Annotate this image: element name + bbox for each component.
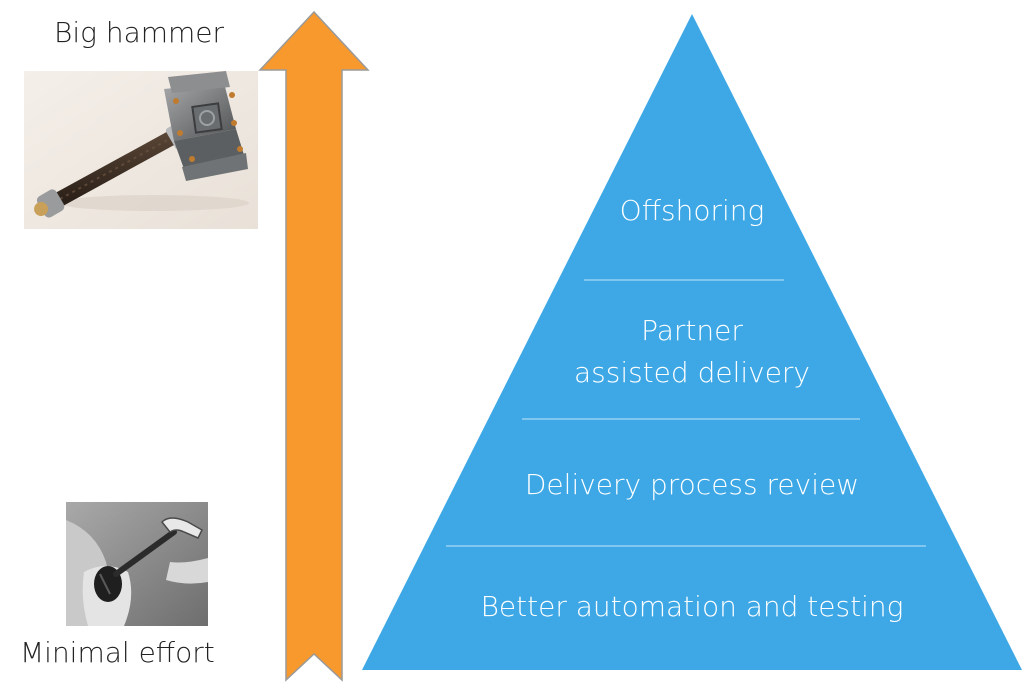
- tier-offshoring: Offshoring: [360, 190, 1024, 232]
- pyramid-shape: [362, 14, 1022, 670]
- tier-label-line: Partner: [641, 314, 743, 347]
- big-hammer-image: [24, 71, 258, 229]
- warhammer-icon: [34, 71, 249, 218]
- tier-label-line: Delivery process review: [524, 468, 860, 501]
- tier-label-line: Better automation and testing: [480, 590, 904, 623]
- tiny-hammer-image: [66, 502, 208, 626]
- tier-label-line: assisted delivery: [573, 356, 811, 389]
- tier-delivery-process-review: Delivery process review: [360, 464, 1024, 506]
- tier-partner-assisted-delivery: Partner assisted delivery: [360, 310, 1024, 394]
- effort-scale-arrow: [258, 10, 370, 682]
- minimal-effort-caption: Minimal effort: [20, 636, 215, 669]
- tier-label-line: Offshoring: [619, 194, 765, 227]
- big-hammer-caption: Big hammer: [54, 16, 225, 49]
- tiny-hammer-icon: [66, 517, 208, 626]
- tier-better-automation-and-testing: Better automation and testing: [360, 586, 1024, 628]
